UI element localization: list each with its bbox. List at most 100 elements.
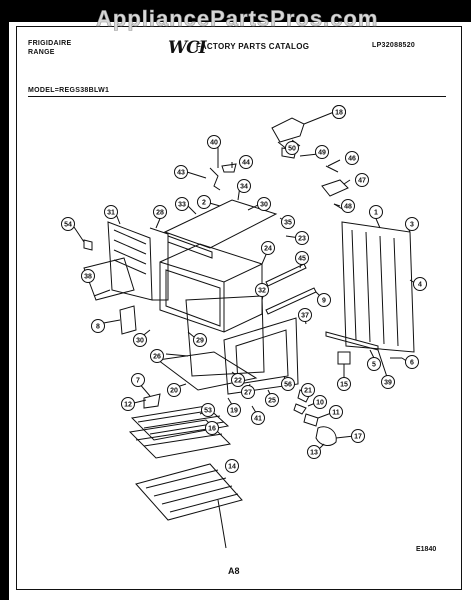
callout-bubble — [150, 349, 164, 363]
part-oven-liner-edges — [159, 261, 263, 332]
callout-number: 26 — [153, 354, 161, 361]
part-top-panel — [163, 199, 278, 249]
part-side-panel-ribs — [113, 229, 147, 275]
callout-bubble — [405, 355, 419, 369]
callout-bubble — [153, 205, 167, 219]
callout-bubble — [61, 217, 75, 231]
part-insulation — [165, 269, 221, 327]
callout-number: 14 — [228, 464, 236, 471]
part-oven-rack-16 — [130, 405, 230, 441]
callout-bubble — [167, 383, 181, 397]
callout-number: 10 — [316, 400, 324, 407]
callout-number: 18 — [335, 110, 343, 117]
callout-number: 22 — [234, 378, 242, 385]
part-knob-13 — [315, 426, 337, 446]
callout-number: 46 — [348, 156, 356, 163]
callout-number: 34 — [240, 184, 248, 191]
callout-number: 32 — [258, 288, 266, 295]
callout-bubble — [295, 251, 309, 265]
callout-bubble — [225, 459, 239, 473]
diagram-code: E1840 — [416, 546, 437, 553]
callout-bubble — [251, 411, 265, 425]
callout-bubble — [241, 385, 255, 399]
callout-number: 47 — [358, 178, 366, 185]
part-screws — [325, 165, 345, 211]
callout-number: 39 — [384, 380, 392, 387]
callout-bubble — [239, 155, 253, 169]
callout-number: 6 — [410, 360, 414, 367]
callout-number: 44 — [242, 160, 250, 167]
callout-number: 7 — [136, 378, 140, 385]
callout-bubble — [285, 141, 299, 155]
part-bracket-47 — [321, 179, 349, 197]
callout-number: 16 — [208, 426, 216, 433]
callout-number: 5 — [372, 362, 376, 369]
callout-number: 30 — [136, 338, 144, 345]
callout-bubble — [413, 277, 427, 291]
part-panel-38 — [83, 257, 135, 301]
callout-bubble — [174, 165, 188, 179]
callout-number: 1 — [374, 210, 378, 217]
part-rail-45 — [265, 263, 307, 287]
part-oven-rack-17 — [128, 419, 232, 459]
part-clip-44 — [221, 163, 237, 173]
callout-bubble — [295, 231, 309, 245]
part-12 — [303, 413, 319, 427]
callout-number: 17 — [354, 434, 362, 441]
part-bottom-plate — [156, 351, 258, 391]
callout-number: 21 — [304, 388, 312, 395]
model-number: MODEL=REGS38BLW1 — [28, 87, 110, 94]
callout-number: 27 — [244, 390, 252, 397]
callout-number: 45 — [298, 256, 306, 263]
callout-bubble — [341, 199, 355, 213]
part-burner-valve — [271, 117, 305, 143]
part-back-panel — [341, 221, 415, 353]
callout-bubble — [91, 319, 105, 333]
callout-number: 9 — [322, 298, 326, 305]
callout-number: 23 — [298, 236, 306, 243]
callout-number: 41 — [254, 416, 262, 423]
callout-number: 24 — [264, 246, 272, 253]
callout-bubble — [298, 308, 312, 322]
callout-bubble — [81, 269, 95, 283]
part-oven-door — [223, 317, 299, 395]
callout-number: 13 — [310, 450, 318, 457]
callout-number: 37 — [301, 313, 309, 320]
callout-bubble — [197, 195, 211, 209]
part-54 — [83, 239, 93, 251]
callout-bubble — [121, 397, 135, 411]
callout-number: 12 — [124, 402, 132, 409]
callout-bubble — [381, 375, 395, 389]
callout-number: 4 — [418, 282, 422, 289]
callout-bubble — [133, 333, 147, 347]
callout-number: 56 — [284, 382, 292, 389]
callout-bubble — [313, 395, 327, 409]
callout-number: 2 — [202, 200, 206, 207]
part-front-frame — [185, 295, 265, 377]
part-rack-wires-17 — [135, 427, 223, 447]
part-7 — [337, 351, 351, 365]
callout-number: 48 — [344, 204, 352, 211]
part-broiler-lines — [145, 469, 239, 513]
callout-number: 33 — [178, 202, 186, 209]
callout-bubble — [405, 217, 419, 231]
callout-bubble — [175, 197, 189, 211]
callout-number: 15 — [340, 382, 348, 389]
part-left-side-panel — [107, 221, 153, 301]
callout-number: 38 — [84, 274, 92, 281]
callout-bubble — [131, 373, 145, 387]
callout-bubble — [255, 283, 269, 297]
callout-number: 30 — [260, 202, 268, 209]
product-type-label: RANGE — [28, 49, 55, 56]
callout-number: 11 — [332, 410, 340, 417]
part-11 — [293, 403, 307, 415]
callout-bubble — [345, 151, 359, 165]
callout-number: 43 — [177, 170, 185, 177]
callout-number: 49 — [318, 150, 326, 157]
callout-bubble — [231, 373, 245, 387]
callout-bubble — [317, 293, 331, 307]
callout-bubble — [193, 333, 207, 347]
callout-bubble — [257, 197, 271, 211]
catalog-code: LP32088520 — [372, 42, 416, 49]
